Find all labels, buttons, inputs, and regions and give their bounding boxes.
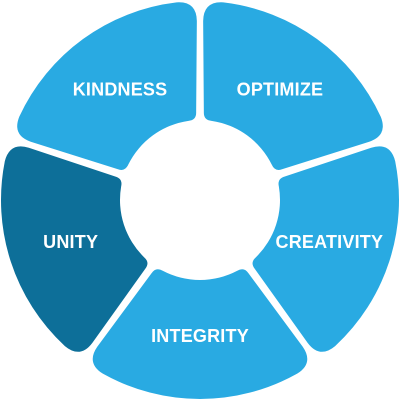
- segment-integrity[interactable]: INTEGRITY: [92, 269, 308, 399]
- segment-kindness[interactable]: KINDNESS: [17, 2, 197, 170]
- segment-integrity-label: INTEGRITY: [151, 326, 249, 346]
- segment-creativity-shape[interactable]: [252, 146, 400, 352]
- segment-optimize-label: OPTIMIZE: [237, 80, 324, 100]
- segment-unity-label: UNITY: [43, 232, 98, 252]
- segment-integrity-shape[interactable]: [92, 269, 308, 399]
- segment-creativity[interactable]: CREATIVITY: [252, 146, 400, 352]
- segment-optimize-shape[interactable]: [203, 2, 383, 170]
- segment-optimize[interactable]: OPTIMIZE: [203, 2, 383, 170]
- segment-kindness-shape[interactable]: [17, 2, 197, 170]
- segment-kindness-label: KINDNESS: [73, 80, 168, 100]
- segment-unity-shape[interactable]: [0, 146, 148, 352]
- segment-unity[interactable]: UNITY: [0, 146, 148, 352]
- segment-creativity-label: CREATIVITY: [276, 232, 384, 252]
